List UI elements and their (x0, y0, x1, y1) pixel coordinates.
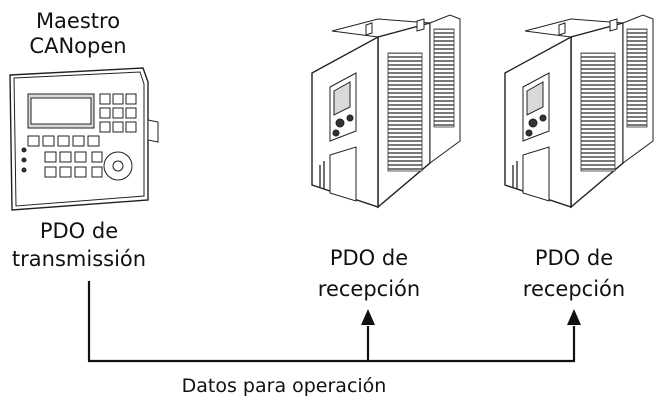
master-pdo-label: PDO de transmissión (12, 219, 146, 271)
drive-1-pdo-line1: PDO de (330, 246, 408, 270)
master-title-line2: CANopen (29, 34, 126, 58)
master-controller-device (9, 67, 159, 211)
master-title-line1: Maestro (36, 9, 120, 33)
drive-2-pdo-line1: PDO de (535, 246, 613, 270)
bus-data-label: Datos para operación (182, 375, 387, 397)
can-bus-connection (87, 281, 581, 363)
master-keypad (21, 93, 137, 181)
master-title: Maestro CANopen (29, 9, 126, 58)
drive-1-pdo-label: PDO de recepción (318, 246, 420, 301)
drive-1-pdo-line2: recepción (318, 277, 420, 301)
drive-2-pdo-line2: recepción (523, 277, 625, 301)
drive-2-arrowhead (567, 309, 581, 325)
master-pdo-line2: transmissión (12, 247, 146, 271)
master-side-connector (147, 119, 159, 143)
drive-1-arrowhead (361, 309, 375, 325)
frequency-inverter-1 (311, 14, 461, 208)
frequency-inverter-2 (504, 14, 654, 208)
drive-2-pdo-label: PDO de recepción (523, 246, 625, 301)
master-pdo-line1: PDO de (40, 219, 118, 243)
